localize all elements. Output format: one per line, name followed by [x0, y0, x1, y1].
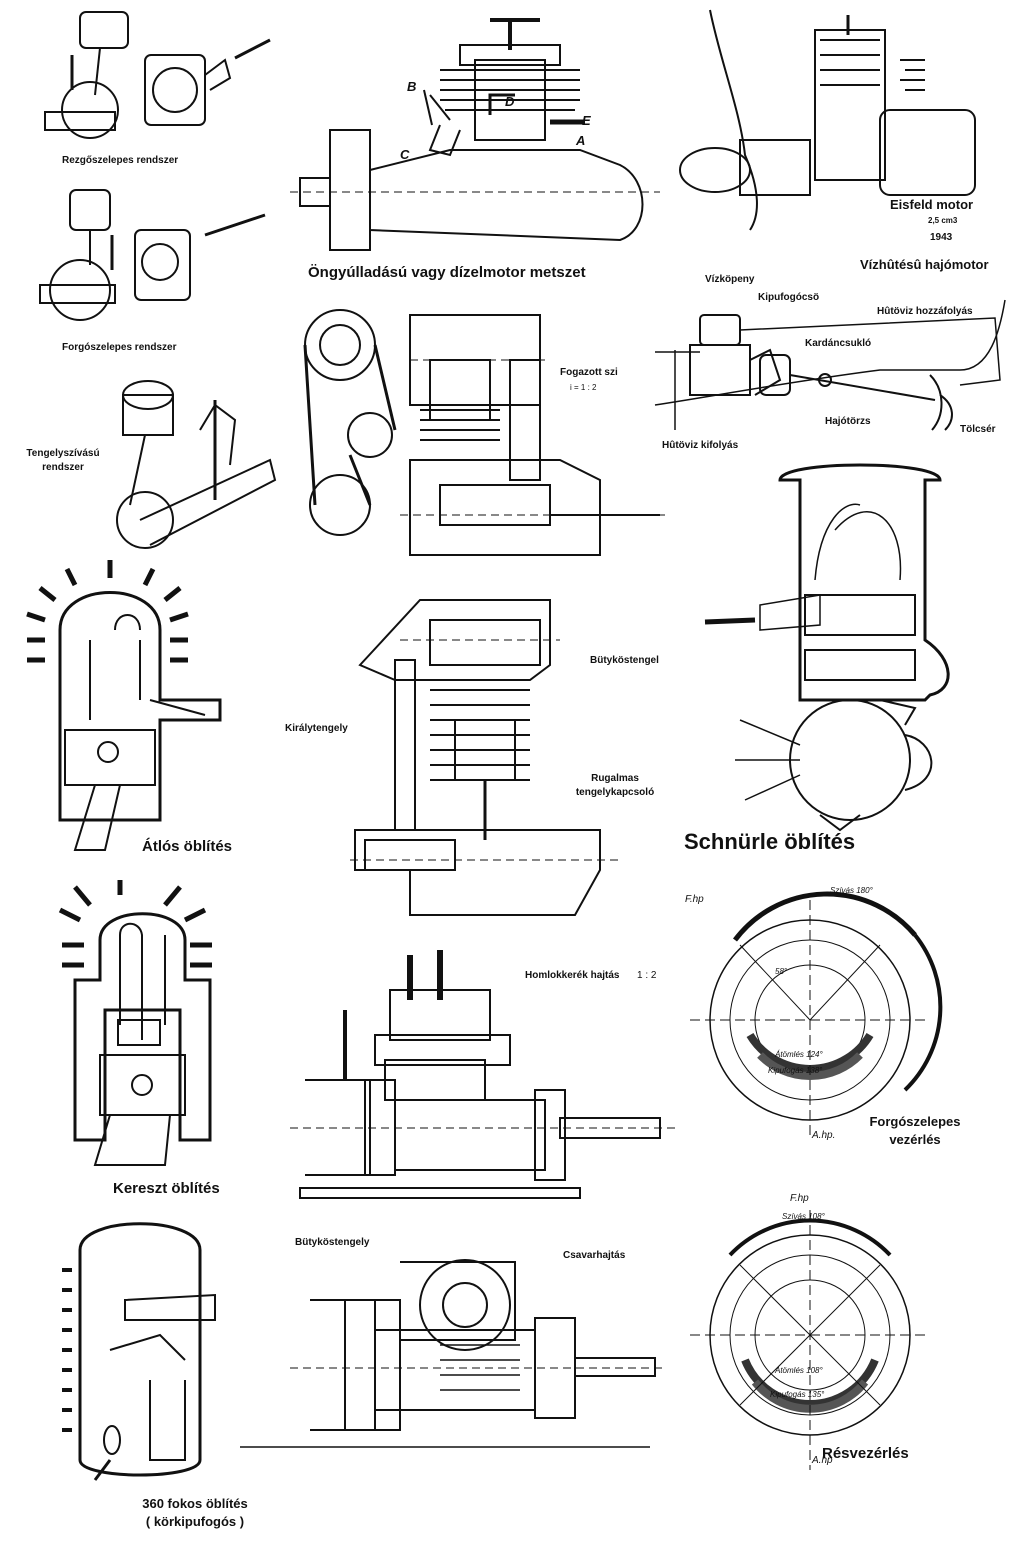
port-ahp: A.hp	[812, 1455, 833, 1466]
diesel-section-title: Öngyúlladású vagy dízelmotor metszet	[308, 264, 586, 281]
360-scavenging-drawing	[62, 1222, 216, 1481]
diesel-letter-d: D	[505, 94, 515, 109]
port-timing-diagram-drawing	[690, 1210, 930, 1470]
port-fhp: F.hp	[790, 1193, 809, 1204]
rotary-intake: Szívás 180°	[830, 886, 873, 895]
coupling-label-line2: tengelykapcsoló	[575, 787, 655, 798]
schnurle-scavenging-drawing	[704, 463, 950, 832]
worm-drive-drawing	[240, 1259, 665, 1448]
coolant-outflow-label: Hûtöviz kifolyás	[662, 440, 739, 451]
spur-gear-drive-drawing	[290, 950, 680, 1199]
toothed-belt-ratio: i = 1 : 2	[570, 383, 597, 392]
rotary-exhaust: Kipufogás 138°	[768, 1066, 823, 1075]
toothed-belt-label: Fogazott szi	[560, 367, 618, 378]
exhaust-pipe-label: Kipufogócsö	[758, 292, 820, 303]
rotary-valve-label: Forgószelepes rendszer	[62, 342, 177, 353]
rotary-transfer: Átömlés 124°	[775, 1050, 823, 1059]
eisfeld-title: Eisfeld motor	[890, 197, 974, 212]
eisfeld-motor-drawing	[679, 9, 976, 231]
water-cooled-boat-motor-drawing	[654, 299, 1006, 431]
port-intake: Szívás 108°	[782, 1212, 825, 1221]
rotary-fhp: F.hp	[685, 894, 704, 905]
port-exhaust: Kipufogás 135°	[770, 1390, 825, 1399]
shaft-intake-label-line1: Tengelyszívású	[26, 448, 100, 459]
cross-scavenging-drawing	[58, 880, 212, 1166]
toothed-belt-drawing	[303, 309, 665, 556]
king-shaft-drawing	[350, 599, 620, 916]
camshaft-label-1: Bütyköstengel	[590, 655, 659, 666]
rotary-timing-diagram-drawing	[690, 891, 943, 1135]
360-scavenging-label-line2: ( körkipufogós )	[145, 1514, 245, 1529]
reed-valve-drawing	[44, 11, 271, 139]
diagonal-scavenging-drawing	[26, 560, 222, 851]
rotary-timing-label-line1: Forgószelepes	[869, 1114, 961, 1129]
rotary-timing-label-line2: vezérlés	[889, 1132, 941, 1147]
port-timing-label: Résvezérlés	[822, 1445, 909, 1462]
360-scavenging-label-line1: 360 fokos öblítés	[142, 1496, 248, 1511]
boat-motor-title: Vízhûtésû hajómotor	[860, 257, 989, 272]
eisfeld-year: 1943	[930, 232, 953, 243]
diesel-letter-a: A	[576, 133, 586, 148]
funnel-label: Tölcsér	[960, 424, 996, 435]
cross-scavenging-label: Kereszt öblítés	[113, 1180, 220, 1197]
king-shaft-label: Királytengely	[285, 723, 348, 734]
coupling-label-line1: Rugalmas	[591, 773, 639, 784]
worm-drive-label: Csavarhajtás	[563, 1250, 626, 1261]
schnurle-scavenging-label: Schnürle öblítés	[684, 829, 856, 854]
cardan-joint-label: Kardáncsukló	[805, 338, 872, 349]
hull-label: Hajótörzs	[825, 416, 871, 427]
reed-valve-label: Rezgőszelepes rendszer	[62, 155, 179, 166]
diesel-letter-c: C	[400, 147, 410, 162]
diesel-section-drawing	[290, 18, 660, 251]
spur-gear-ratio: 1 : 2	[637, 970, 657, 981]
diesel-letter-b: B	[407, 79, 417, 94]
camshaft-label-2: Bütyköstengely	[295, 1237, 370, 1248]
diesel-letter-e: E	[582, 113, 591, 128]
spur-gear-label: Homlokkerék hajtás	[525, 970, 620, 981]
port-transfer: Átömlés 108°	[775, 1366, 823, 1375]
rotary-valve-drawing	[39, 189, 266, 321]
water-jacket-label: Vízköpeny	[705, 274, 755, 285]
rotary-ahp: A.hp.	[812, 1130, 836, 1141]
shaft-intake-drawing	[116, 380, 277, 549]
diagonal-scavenging-label: Átlós öblítés	[142, 838, 233, 855]
coolant-inflow-label: Hûtöviz hozzáfolyás	[877, 306, 973, 317]
shaft-intake-label-line2: rendszer	[42, 462, 84, 473]
eisfeld-capacity: 2,5 cm3	[928, 216, 958, 225]
rotary-58-deg: 58°	[775, 967, 788, 976]
